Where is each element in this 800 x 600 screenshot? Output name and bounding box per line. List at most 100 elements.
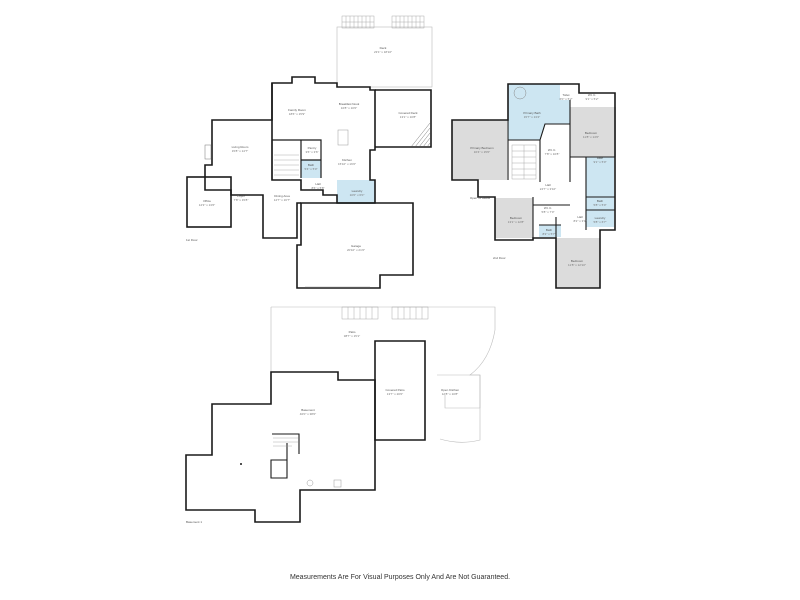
room-dimensions: 12'8" x 10'8" — [441, 392, 459, 396]
room-name: Primary Bath — [523, 111, 541, 115]
room-dimensions: 18'6" x 15'9" — [288, 112, 306, 116]
room-name: Hall — [577, 215, 583, 219]
office-walls — [186, 176, 232, 228]
room-dimensions: 11'8" x 12'10" — [568, 263, 586, 267]
room-dimensions: 5'4" x 5'0" — [304, 167, 318, 171]
room-name: Hall — [315, 182, 321, 186]
room-name: Kitchen — [341, 158, 352, 162]
covered-deck-walls — [375, 89, 432, 148]
living-walls — [204, 83, 301, 239]
second-floor-plan — [451, 83, 616, 289]
room-name: Bath — [307, 163, 315, 167]
room-name: Open To Below — [469, 196, 491, 200]
room-dimensions: 5'8" x 6'7" — [593, 220, 607, 224]
floor-label: Basement 1 — [186, 520, 203, 524]
room-dimensions: 20'10" x 21'6" — [346, 248, 366, 252]
room-name: Bath — [545, 228, 553, 232]
room-label: W.I.C.5'8" x 7'0" — [541, 206, 554, 214]
second-stairs — [511, 144, 537, 180]
garage-walls — [296, 202, 414, 289]
room-name: Breakfast Nook — [338, 102, 360, 106]
room-dimensions: 38'7" x 15'1" — [343, 334, 361, 338]
room-dimensions: 12'3" x 13'6" — [198, 203, 216, 207]
basement-stairs — [273, 437, 298, 447]
interior-walls — [271, 139, 322, 180]
patio-outline — [271, 306, 496, 443]
fireplace — [204, 144, 212, 160]
covered-deck-stairs — [410, 122, 431, 148]
room-name: Basement — [301, 408, 315, 412]
room-dimensions: 12'7" x 16'7" — [273, 198, 291, 202]
room-name: W.I.C. — [587, 93, 597, 97]
room-dimensions: 9'1" x 5'0" — [593, 160, 607, 164]
room-name: Deck — [379, 46, 387, 50]
room-dimensions: 8'6" x 5'8" — [311, 186, 325, 190]
room-dimensions: 10'0" x 6'0" — [349, 193, 365, 197]
bedroom-fill-2 — [495, 198, 533, 238]
room-dimensions: 8'2" x 3'0" — [573, 219, 587, 223]
room-name: Dining Area — [274, 194, 290, 198]
room-name: Bedroom — [509, 216, 523, 220]
water-heater — [306, 479, 314, 487]
deck-stairs — [341, 15, 425, 29]
first-floor-walls — [271, 76, 376, 204]
patio-stairs — [341, 306, 429, 320]
disclaimer-text: Measurements Are For Visual Purposes Onl… — [289, 574, 511, 581]
kitchen-island — [337, 129, 349, 146]
room-dimensions: 16'4" x 15'0" — [473, 150, 491, 154]
room-name: Open Kitchen — [440, 388, 460, 392]
room-dimensions: 15'7" x 13'4" — [523, 115, 541, 119]
floor-label: 1st Floor — [186, 238, 198, 242]
bath-fill — [301, 160, 321, 178]
post-marker — [240, 463, 242, 465]
room-dimensions: 5'8" x 5'0" — [593, 203, 607, 207]
room-name: Covered Deck — [398, 111, 418, 115]
room-name: Bath — [596, 199, 604, 203]
room-dimensions: 23'1" x 18'10" — [373, 50, 393, 54]
room-name: Covered Patio — [385, 388, 405, 392]
room-dimensions: 10'8" x 10'0" — [340, 106, 358, 110]
room-name: Pantry — [307, 146, 317, 150]
room-name: Living Room — [231, 145, 249, 149]
room-dimensions: 3'6" x 3'6" — [305, 150, 319, 154]
room-dimensions: 15'10" x 16'0" — [337, 162, 357, 166]
bathtub — [513, 86, 527, 100]
first-floor-plan — [186, 15, 433, 289]
room-label: W.I.C.7'8" x 10'8" — [545, 148, 560, 156]
room-dimensions: 13'7" x 20'0" — [386, 392, 404, 396]
second-interior-walls — [507, 100, 615, 238]
room-name: Patio — [348, 330, 356, 334]
utility-box — [333, 479, 342, 488]
room-name: W.I.C. — [547, 148, 557, 152]
room-label: Open To Below — [470, 196, 490, 200]
basement-plan — [185, 306, 496, 523]
basement-interior-walls — [270, 433, 300, 479]
room-name: Office — [203, 199, 211, 203]
bedroom-fill-1 — [570, 107, 616, 157]
room-dimensions: 7'8" x 10'8" — [544, 152, 560, 156]
room-name: Garage — [350, 244, 361, 248]
room-name: Family Room — [288, 108, 306, 112]
bedroom-fill-3 — [556, 238, 600, 288]
primary-bedroom-fill — [452, 120, 507, 180]
basement-walls — [185, 371, 376, 523]
room-name: Bedroom — [570, 259, 584, 263]
